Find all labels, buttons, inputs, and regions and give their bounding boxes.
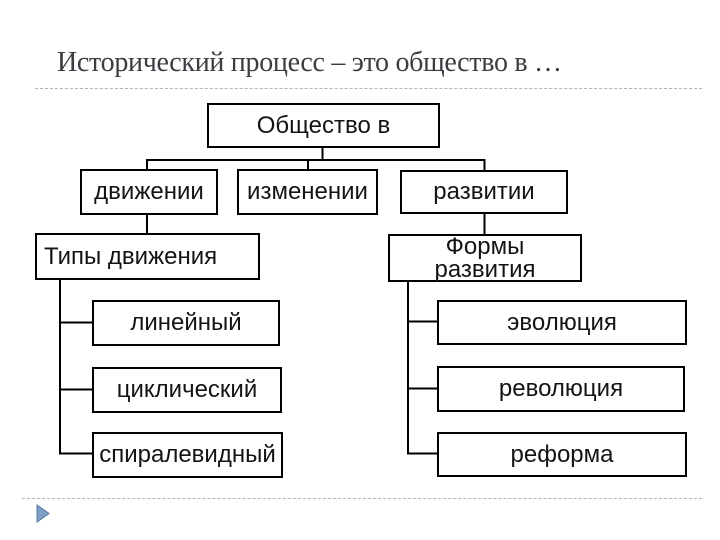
slide-title: Исторический процесс – это общество в … [57, 47, 562, 78]
node-spiral: спиралевидный [92, 432, 283, 478]
node-label: реформа [510, 440, 614, 468]
node-label: спиралевидный [99, 441, 276, 468]
node-change: изменении [237, 169, 378, 215]
node-label: Формы развития [434, 233, 536, 283]
node-label: эволюция [507, 308, 617, 336]
node-label: линейный [130, 309, 242, 336]
node-label: революция [498, 375, 624, 402]
node-cyclical: циклический [92, 367, 282, 413]
node-society-root: Общество в [207, 103, 440, 148]
footer-divider-dashed-line [22, 498, 702, 499]
node-reform: реформа [437, 432, 687, 477]
node-label: движении [94, 178, 204, 205]
node-label: Типы движения [44, 242, 218, 270]
node-development-forms-header: Формы развития [388, 234, 582, 282]
node-evolution: эволюция [437, 300, 687, 345]
node-linear: линейный [92, 300, 280, 346]
node-label: развитии [433, 178, 535, 205]
node-revolution: революция [437, 366, 685, 412]
node-label: циклический [116, 376, 258, 403]
title-divider-dashed-line [35, 88, 702, 89]
node-label: Общество в [256, 111, 391, 139]
node-movement: движении [80, 169, 218, 215]
play-triangle-icon [36, 504, 50, 523]
node-development: развитии [400, 170, 568, 214]
node-label: изменении [247, 178, 368, 205]
node-movement-types-header: Типы движения [35, 233, 260, 280]
